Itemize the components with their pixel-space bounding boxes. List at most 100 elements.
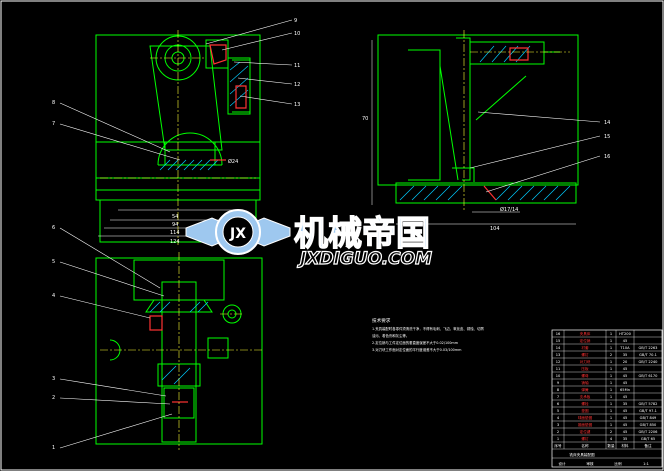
- notes-line-3: 2.定位销与工件定位面的垂直度误差不大于0.02/100mm: [372, 340, 459, 345]
- bom-cell: GB/T 2240: [639, 360, 659, 364]
- side-dimensions: [371, 40, 576, 225]
- side-centerlines: [463, 30, 570, 210]
- callout-5: 5: [52, 259, 55, 265]
- plan-cut-features: [149, 315, 188, 403]
- bom-cell: GB/T 70.1: [639, 353, 657, 357]
- dim-front-e: Ø24: [228, 158, 238, 165]
- watermark-name-cn: 机械帝国: [294, 214, 430, 254]
- plan-hatching: [149, 301, 209, 385]
- front-centerlines: [100, 30, 256, 245]
- callout-10: 10: [294, 31, 300, 37]
- bom-cell: 螺母: [581, 373, 589, 378]
- bom-cell: GB/T 65: [641, 437, 655, 441]
- watermark-name-en: JXDIGUO.COM: [297, 249, 432, 269]
- bom-cell: GB/T 849: [640, 416, 657, 420]
- callout-16: 16: [604, 154, 610, 160]
- bom-cell: 螺钉: [581, 436, 589, 441]
- callout-4: 4: [52, 293, 55, 299]
- bom-header-cell: 材料: [621, 443, 629, 448]
- bom-cell: 1: [610, 339, 612, 343]
- bom-cell: 1: [610, 416, 612, 420]
- bom-cell: 支承板: [580, 394, 591, 399]
- bom-cell: 65Mn: [620, 388, 630, 392]
- callout-8: 8: [52, 100, 55, 106]
- callout-1: 1: [52, 445, 55, 451]
- bom-cell: GB/T 2206: [639, 430, 659, 434]
- bom-cell: 9: [557, 381, 560, 385]
- dim-front-c: 114: [170, 230, 180, 236]
- bom-cell: 15: [556, 339, 561, 343]
- side-pin: [452, 167, 475, 182]
- bom-header-cell: 数量: [607, 443, 615, 448]
- plan-small-block: [207, 337, 229, 359]
- bom-cell: 对刀块: [580, 359, 591, 364]
- bom-cell: 锥面垫圈: [578, 422, 593, 427]
- bom-cell: 12: [556, 360, 561, 364]
- bom-cell: 7: [557, 395, 559, 399]
- bom-cell: 45: [623, 339, 628, 343]
- watermark-emblem: JX: [185, 209, 291, 255]
- callout-11: 11: [294, 63, 300, 69]
- dim-front-d: 124: [170, 239, 180, 245]
- bom-cell: 45: [623, 423, 628, 427]
- callout-7: 7: [52, 121, 55, 127]
- callout-13: 13: [294, 102, 300, 108]
- bom-cell: 1: [610, 388, 612, 392]
- bom-cell: 1: [610, 423, 612, 427]
- bom-cell: 球面垫圈: [578, 415, 593, 420]
- bom-cell: 1: [610, 374, 612, 378]
- side-hatching: [399, 45, 571, 201]
- bom-cell: 45: [623, 395, 628, 399]
- bom-cell: 1: [610, 346, 612, 350]
- front-cut-features: [209, 44, 247, 161]
- bom-header-cell: 序号: [554, 443, 562, 448]
- side-top-block: [469, 41, 545, 65]
- notes-line-4: 3.对刀块工作面对定位面的平行度误差不大于0.03/100mm: [372, 347, 462, 352]
- drawing-title: 铣床夹具装配图: [569, 452, 595, 457]
- bom-cell: 45: [623, 430, 628, 434]
- emblem-letters: JX: [229, 226, 246, 242]
- bom-cell: 16: [556, 332, 561, 336]
- nut-block: [205, 39, 229, 69]
- bom-cell: 2: [610, 353, 612, 357]
- bom-cell: 螺钉: [581, 352, 589, 357]
- bom-cell: 6: [557, 402, 560, 406]
- bom-cell: 10: [556, 374, 561, 378]
- side-outline: [377, 34, 579, 186]
- bom-cell: 销轴: [581, 380, 589, 385]
- bom-cell: 压板: [581, 366, 589, 371]
- dim-front-b: 94: [172, 222, 178, 228]
- bom-cell: 1: [610, 381, 612, 385]
- side-column: [456, 37, 471, 181]
- callout-15: 15: [604, 134, 610, 140]
- front-leaders: [59, 19, 293, 161]
- bom-cell: 1: [557, 437, 559, 441]
- side-view: [377, 34, 579, 204]
- bom-cell: GB/T 2263: [639, 346, 658, 350]
- technical-notes: 技术要求 1.夹具装配时各零件须清洗干净，不得有毛刺、飞边、氧化皮、锈蚀、切屑 …: [372, 317, 484, 352]
- bom-cell: 4: [557, 416, 560, 420]
- title-block-label: 审核: [586, 461, 594, 466]
- bom-cell: GB/T 6170: [639, 374, 659, 378]
- watermark: JX 机械帝国 JXDIGUO.COM: [185, 209, 433, 270]
- bom-cell: 35: [623, 437, 628, 441]
- bom-cell: 2: [610, 430, 612, 434]
- bom-cell: 5: [557, 409, 559, 413]
- bom-cell: T10A: [619, 346, 630, 350]
- callout-6: 6: [52, 225, 55, 231]
- bom-cell: 35: [623, 402, 628, 406]
- bom-cell: 1: [610, 409, 612, 413]
- bom-cell: 13: [556, 353, 561, 357]
- notes-line-1: 1.夹具装配时各零件须清洗干净，不得有毛刺、飞边、氧化皮、锈蚀、切屑: [372, 326, 484, 331]
- bom-cell: 45: [623, 409, 628, 413]
- bom-header-cell: 备注: [644, 443, 652, 448]
- bom-cell: GB/T 5782: [639, 402, 658, 406]
- notes-line-2: 油污、着色剂和灰尘等。: [372, 333, 409, 338]
- bom-cell: 夹具体: [580, 331, 591, 336]
- callout-2: 2: [52, 395, 55, 401]
- front-hatching: [159, 61, 249, 171]
- bom-cell: 8: [557, 388, 560, 392]
